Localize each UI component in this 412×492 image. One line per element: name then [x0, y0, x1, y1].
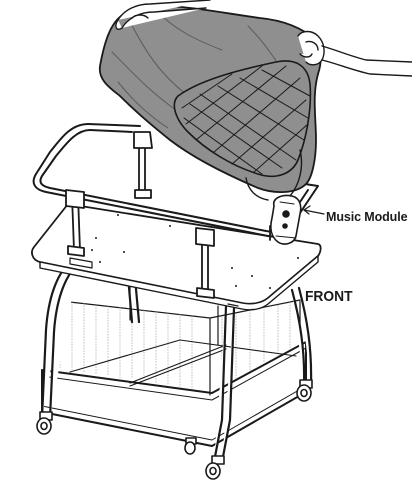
caster-front-right [205, 455, 225, 480]
stand-legs [40, 260, 313, 464]
rail-supports [65, 131, 271, 299]
platform-board [31, 203, 322, 311]
right-hand [297, 30, 412, 77]
caster-front-left [36, 411, 53, 435]
caster-back-left [184, 437, 197, 455]
bassinet-fabric [98, 4, 322, 201]
caster-wheels [36, 379, 313, 480]
music-module-label: Music Module [326, 210, 408, 224]
caster-back-right [296, 379, 313, 402]
music-module-leader [303, 205, 325, 215]
music-module-device [270, 194, 302, 245]
left-hand [115, 0, 211, 30]
front-label: FRONT [305, 288, 353, 305]
